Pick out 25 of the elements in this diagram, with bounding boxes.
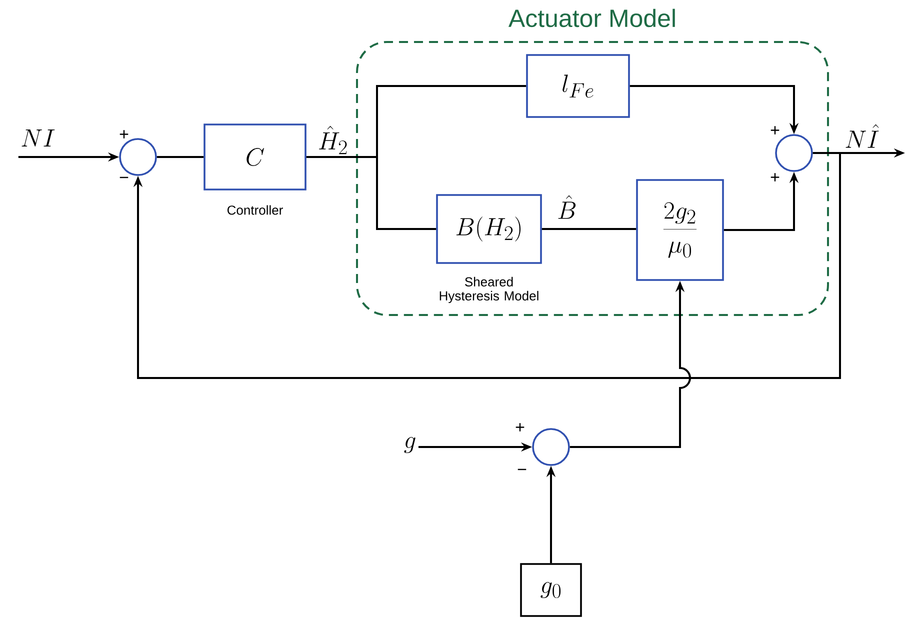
sign-label: +	[770, 126, 780, 134]
summing-junction	[532, 428, 570, 466]
signal-label: $g$	[404, 436, 416, 454]
group-title: Actuator Model	[508, 8, 675, 28]
edge-label: $\hat{B}$	[556, 194, 578, 220]
summing-junction	[775, 134, 813, 172]
connector-line	[542, 228, 636, 230]
sign-label: −	[120, 176, 128, 178]
block-caption: Sheared Hysteresis Model	[440, 276, 538, 304]
block-caption: Controller	[228, 205, 283, 215]
connector-line	[156, 156, 204, 158]
edge-label: $\hat{H}_2$	[316, 124, 350, 156]
sign-label: −	[518, 468, 526, 470]
sign-label: +	[516, 423, 524, 432]
edge-label: $N\hat{I}$	[844, 123, 880, 149]
connector-line	[306, 156, 436, 230]
block-box: $B(H_2)$	[436, 194, 542, 264]
block-box: $g_0$	[520, 563, 582, 617]
block-box: $\frac{2g_2}{\mu_0}$	[636, 179, 724, 281]
summing-junction	[119, 138, 157, 176]
block-box: $l_{Fe}$	[526, 54, 630, 118]
block-box: $C$	[204, 124, 306, 190]
arrow	[133, 152, 841, 379]
signal-label: $NI$	[22, 130, 55, 146]
sign-label: +	[770, 173, 780, 182]
